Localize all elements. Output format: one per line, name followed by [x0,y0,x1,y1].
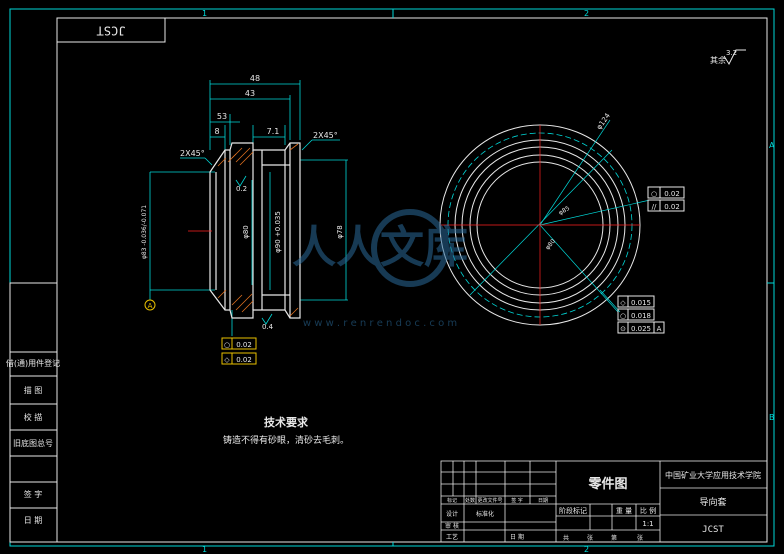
tb-process: 工艺 [446,533,458,541]
rt-tol-2-symbol: // [652,203,657,211]
rb-tol-3-value: 0.025 [631,325,651,333]
tb-standard: 标准化 [476,510,494,518]
title-block [440,460,768,543]
rt-tol-2-value: 0.02 [664,203,680,211]
tb-part-type: 零件图 [587,476,627,492]
drawing-no-box [56,17,166,43]
rb-tol-2-symbol: ○ [620,312,626,320]
tb-date: 日 期 [510,533,524,541]
side-label-6: 日 期 [24,516,43,525]
border-number-top-1: 1 [202,9,207,18]
left-tol-frame-2 [221,352,257,365]
tb-scale-label: 比 例 [640,506,656,515]
border-number-top-2: 2 [584,9,589,18]
watermark-url: w w w . r e n r e n d o c . c o m [303,318,457,329]
rb-tol-1-value: 0.015 [631,299,651,307]
watermark-logo [371,209,449,287]
tb-stage-label: 阶段标记 [559,506,587,515]
tb-row-1: 处数 [465,497,475,504]
watermark-text: 人人文库 [292,222,468,273]
tb-sheet-3: 第 [611,534,617,542]
rb-tol-3-symbol: ⊙ [620,325,626,333]
dim-48: 48 [250,74,260,83]
left-tol-1-value: 0.02 [236,341,252,349]
tb-scale: 1:1 [642,520,653,528]
tb-review: 审 核 [445,522,459,530]
circle-inner-label-2: φ80 [544,238,557,252]
side-label-2: 描 图 [24,385,43,395]
roughness-symbol [723,49,746,66]
rt-tol-1-value: 0.02 [664,190,680,198]
end-view: φ124 φ85 φ80 ○ 0.02 // 0.02 ◇ 0.015 ○ 0.… [439,111,685,334]
side-label-4: 旧底图总号 [13,438,53,448]
left-tol-2-value: 0.02 [236,356,252,364]
dim-phi80: φ80 [242,225,250,239]
tb-row-0: 标记 [447,497,457,504]
left-tol-frame-1 [221,337,257,350]
side-label-3: 校 描 [24,412,43,422]
tb-sheet-1: 共 [563,534,569,542]
roughness-label: 其余 [710,55,726,65]
rt-tol-1-symbol: ○ [651,190,657,198]
roughness-value: 3.2 [726,49,737,57]
tb-part-name: 导向套 [699,496,726,508]
rb-tol-2-value: 0.018 [631,312,651,320]
tb-weight-label: 重 量 [616,507,632,515]
tb-row-3: 签 字 [511,497,523,504]
circle-inner-label-1: φ85 [558,205,572,217]
side-register [9,282,58,543]
dim-8: 8 [214,127,219,136]
roughness-0-2: 0.2 [236,185,247,193]
rb-tol-1-symbol: ◇ [620,299,626,307]
roughness-0-4: 0.4 [262,323,274,331]
border-letter-b: B [769,413,775,422]
dim-phi78: φ78 [336,225,344,239]
tb-drawing-no: JCST [702,525,724,535]
tb-sheet-4: 张 [637,534,643,542]
side-label-1: 借(通)用件登记 [6,358,60,368]
tb-school: 中国矿业大学应用技术学院 [665,470,761,480]
inner-frame [56,17,768,543]
datum-circle [144,299,156,311]
section-view: 48 43 53 8 7.1 2X45° 2X45° φ83 -0.036/-0… [141,74,348,365]
circle-dia-label: φ124 [595,111,612,131]
tb-row-4: 日期 [538,498,548,504]
side-label-5: 签 字 [24,489,43,499]
watermark: 人人文库 w w w . r e n r e n d o c . c o m [292,209,468,329]
dim-53: 53 [217,112,227,121]
tech-req-title: 技术要求 [264,415,309,429]
drawing-no-top: JCST [97,24,126,38]
tb-design: 设计 [446,510,458,518]
tb-sheet-2: 张 [587,534,593,542]
border-number-bottom-1: 1 [202,545,207,554]
dim-phi90: φ90 +0.035 [274,211,282,253]
left-tol-2-symbol: ◇ [224,356,230,364]
border-number-bottom-2: 2 [584,545,589,554]
outer-frame [9,8,775,547]
border-letter-a: A [769,141,775,150]
dim-left-dia: φ83 -0.036/-0.071 [141,205,148,259]
left-tol-1-symbol: ○ [224,341,230,349]
tech-req-text: 铸造不得有砂眼，清砂去毛刺。 [223,434,349,446]
dim-chamfer-left: 2X45° [180,149,205,158]
dim-43: 43 [245,89,255,98]
dim-7-1: 7.1 [267,127,280,136]
tb-row-2: 更改文件号 [477,497,502,504]
rb-tol-3-ref: A [657,325,662,333]
datum-label: A [148,302,153,310]
dim-chamfer-right: 2X45° [313,131,338,140]
